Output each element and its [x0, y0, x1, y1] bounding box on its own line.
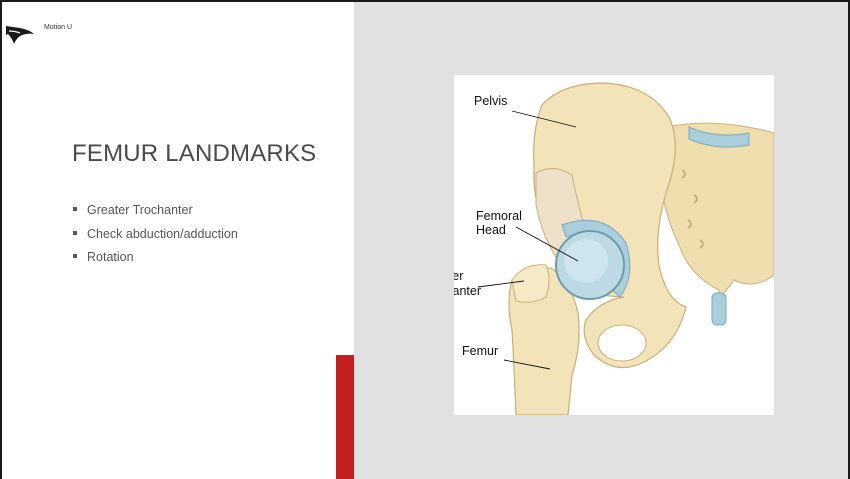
greater-trochanter-shape — [512, 265, 549, 303]
slide-title: FEMUR LANDMARKS — [72, 140, 316, 168]
hip-anatomy-illustration: Pelvis Femoral Head Greater Trochanter F… — [454, 75, 774, 415]
bullet-item: Rotation — [72, 250, 238, 274]
brand-name: Motion U — [44, 24, 72, 31]
greater-trochanter-label-line2: Trochanter — [454, 285, 481, 298]
bullet-square-icon — [73, 231, 77, 235]
bullet-text: Check abduction/adduction — [87, 227, 238, 241]
bullet-list: Greater Trochanter Check abduction/adduc… — [72, 203, 238, 274]
greater-trochanter-label-line1: Greater — [454, 270, 463, 283]
pubic-symphysis-disc — [712, 293, 726, 325]
bullet-text: Rotation — [87, 250, 134, 264]
motion-u-logo-icon — [6, 22, 36, 53]
femoral-head-label-line1: Femoral — [476, 210, 522, 223]
obturator-foramen — [598, 325, 646, 361]
frame-left-border — [0, 0, 2, 479]
hip-joint-drawing — [454, 75, 774, 415]
pelvis-label: Pelvis — [474, 95, 507, 108]
bullet-text: Greater Trochanter — [87, 203, 193, 217]
femoral-head-highlight — [564, 239, 608, 283]
bullet-square-icon — [73, 207, 77, 211]
frame-top-border — [0, 0, 850, 2]
bullet-square-icon — [73, 254, 77, 258]
bullet-item: Check abduction/adduction — [72, 227, 238, 251]
bullet-item: Greater Trochanter — [72, 203, 238, 227]
accent-bar — [336, 355, 354, 479]
femur-label: Femur — [462, 345, 498, 358]
femoral-head-label-line2: Head — [476, 224, 506, 237]
